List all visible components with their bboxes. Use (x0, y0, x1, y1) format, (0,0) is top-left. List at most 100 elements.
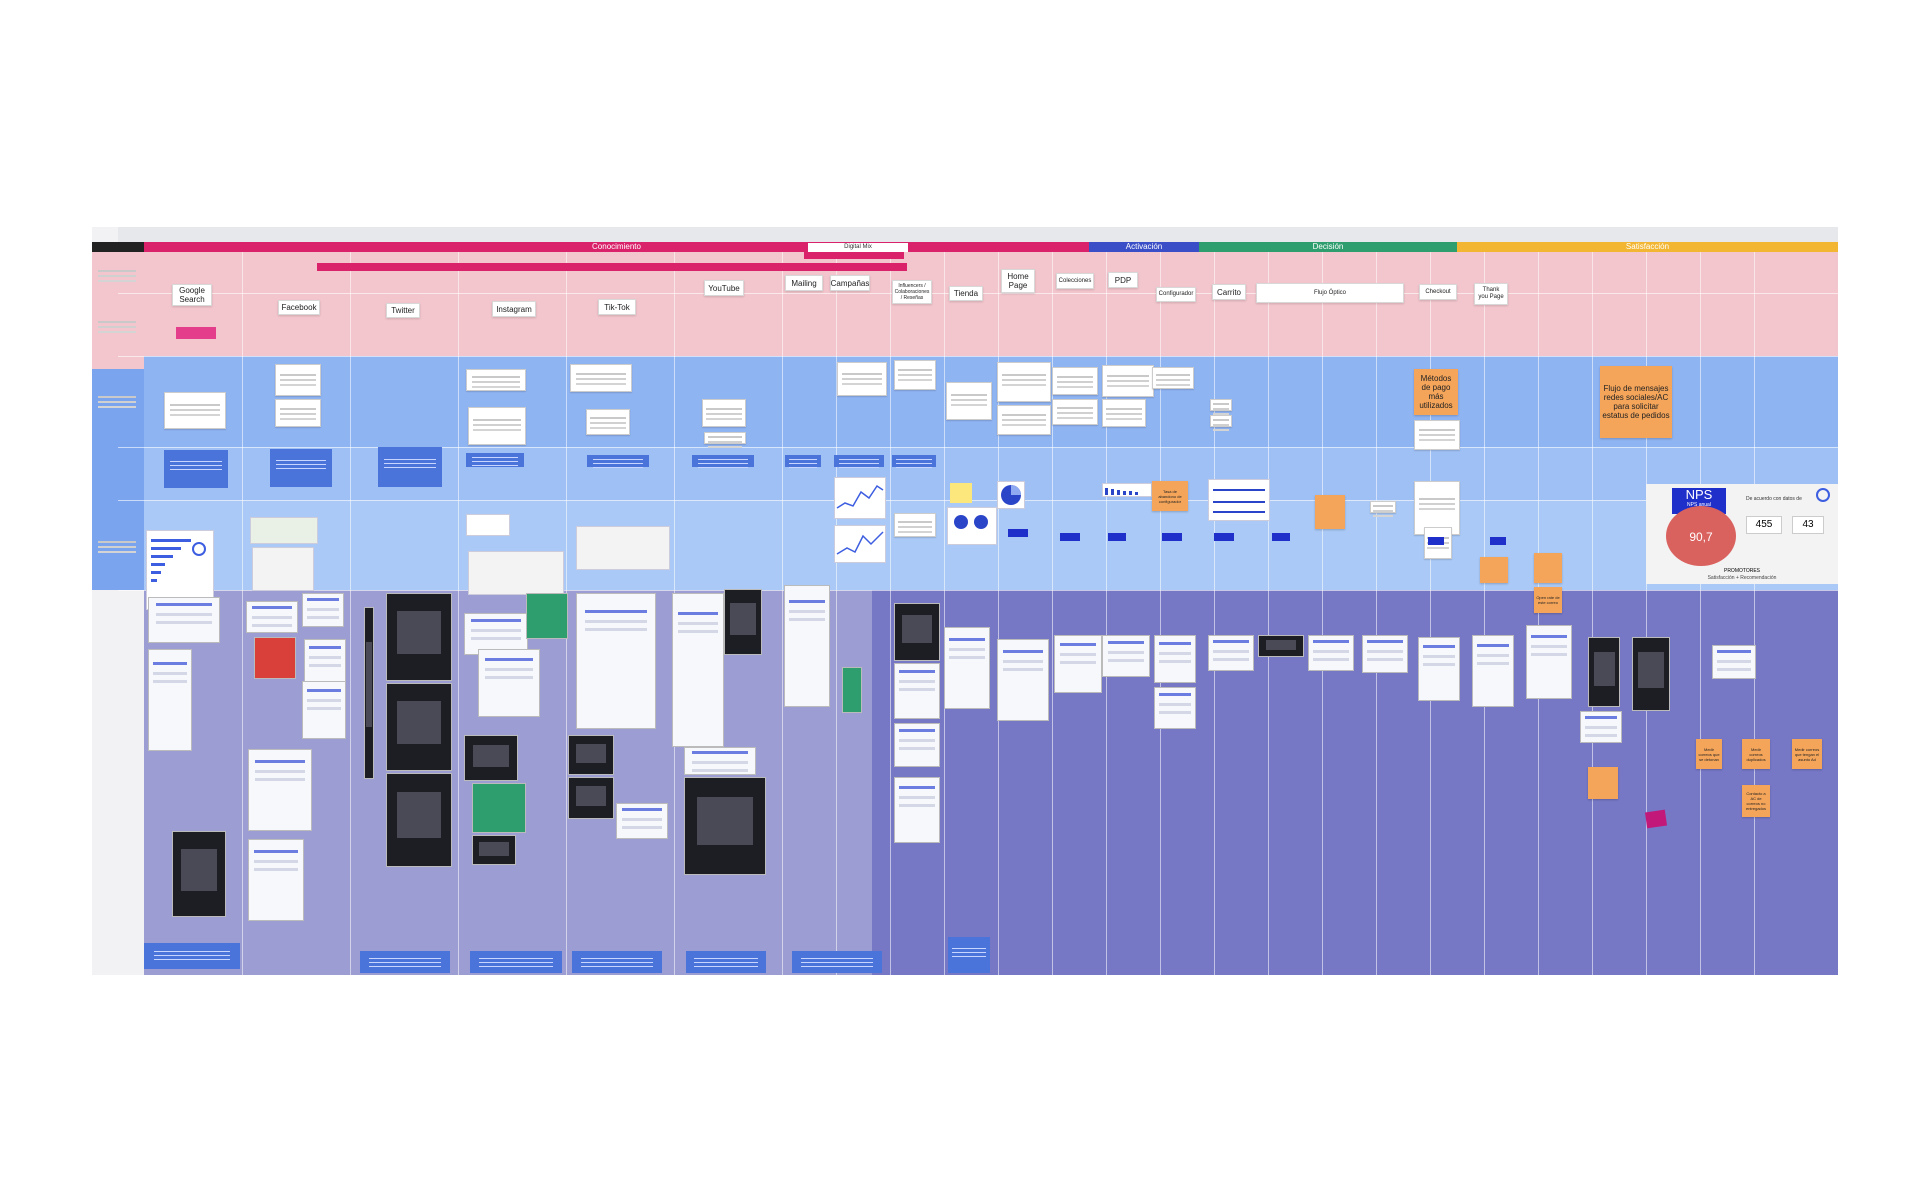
screenshot (1588, 637, 1620, 707)
kpi-tag (1214, 533, 1234, 541)
screenshot (386, 773, 452, 867)
screenshot (1712, 645, 1756, 679)
insight-box (466, 453, 524, 467)
sticky-open-rate: Open rate de este correo (1534, 587, 1562, 613)
sticky-contacto-ac: Contacto a AC de correos no entregados (1742, 785, 1770, 817)
screenshot (784, 585, 830, 707)
touchpoint-pdp[interactable]: PDP (1108, 272, 1138, 288)
touchpoint-colecciones[interactable]: Colecciones (1056, 273, 1094, 289)
kpi-tag (1060, 533, 1080, 541)
screenshot (944, 627, 990, 709)
metric-note (946, 382, 992, 420)
yellow-sticky (950, 483, 972, 503)
description-box (144, 943, 240, 969)
screenshot (246, 601, 298, 633)
line-chart-card (834, 525, 886, 563)
table-card (250, 517, 318, 544)
insight-box (378, 447, 442, 487)
purple-sticker (1644, 809, 1668, 829)
kpi-tag (1428, 537, 1444, 545)
screenshot (1362, 635, 1408, 673)
kpi-tag (1008, 529, 1028, 537)
touchpoint-home-page[interactable]: Home Page (1001, 269, 1035, 293)
row-label-note (94, 387, 140, 417)
touchpoint-twitter[interactable]: Twitter (386, 303, 420, 318)
touchpoint-carrito[interactable]: Carrito (1212, 284, 1246, 300)
touchpoint-google-search[interactable]: Google Search (172, 284, 212, 306)
touchpoint-thank-you-page[interactable]: Thank you Page (1474, 283, 1508, 305)
description-box (948, 937, 990, 973)
screenshot (248, 749, 312, 831)
row-label-note (94, 317, 140, 329)
sticky-medir-detonan: Medir correos que se detonan (1696, 739, 1722, 769)
phase-satisfaccion: Satisfacción (1457, 242, 1838, 252)
screenshot (526, 593, 568, 639)
nps-score-circle: 90,7 (1666, 506, 1736, 566)
touchpoint-instagram[interactable]: Instagram (492, 301, 536, 317)
line-chart-icon (836, 531, 884, 555)
pink-tag (176, 327, 216, 339)
insight-box (834, 455, 884, 467)
phase-conocimiento: Conocimiento (144, 242, 1089, 252)
touchpoint-tiktok[interactable]: Tik-Tok (598, 299, 636, 315)
nps-title: NPS (1685, 487, 1713, 502)
nps-score: 90,7 (1689, 530, 1713, 544)
metric-note (1210, 399, 1232, 411)
description-box (572, 951, 662, 973)
touchpoint-flujo-optico[interactable]: Flujo Óptico (1256, 283, 1404, 303)
metric-note (275, 364, 321, 396)
screenshot (172, 831, 226, 917)
touchpoint-checkout[interactable]: Checkout (1419, 284, 1457, 300)
digital-mix-bar (804, 251, 904, 259)
screenshot (386, 683, 452, 771)
touchpoint-influencers[interactable]: Influencers / Colaboraciones / Reseñas (892, 280, 932, 304)
screenshot (302, 593, 344, 627)
metric-note (1052, 399, 1098, 425)
bars-card (1102, 483, 1152, 497)
orange-note (1588, 767, 1618, 799)
touchpoint-tienda[interactable]: Tienda (949, 286, 983, 301)
nps-subtitle: NPS anual (1687, 502, 1711, 508)
screenshot (1632, 637, 1670, 711)
conocimiento-sub-bar (317, 263, 907, 271)
phase-activacion: Activación (1089, 242, 1199, 252)
pie-card (997, 481, 1025, 509)
bars-icon (1105, 488, 1138, 495)
screenshot (478, 649, 540, 717)
kpi-tag (1108, 533, 1126, 541)
screenshot (1308, 635, 1354, 671)
sticky-medir-duplicados: Medir correos duplicados (1742, 739, 1770, 769)
sticky-medir-asunto: Medir correos que tengan el asunto Ad (1792, 739, 1822, 769)
screenshot (1580, 711, 1622, 743)
screenshot (1258, 635, 1304, 657)
line-chart-card (834, 477, 886, 519)
description-box (686, 951, 766, 973)
phase-decision: Decisión (1199, 242, 1457, 252)
screenshot (576, 593, 656, 729)
nps-footer-title: PROMOTORES (1723, 568, 1761, 574)
sticky-configurador-abandono: Tasa de abandono de configurador (1152, 481, 1188, 511)
insight-box (164, 450, 228, 488)
metric-note (1102, 399, 1146, 427)
insight-box (270, 449, 332, 487)
insight-box (587, 455, 649, 467)
metric-note (1102, 365, 1154, 397)
insight-box (692, 455, 754, 467)
touchpoint-youtube[interactable]: YouTube (704, 280, 744, 296)
touchpoint-facebook[interactable]: Facebook (278, 300, 320, 315)
screenshot (672, 593, 724, 747)
touchpoint-mailing[interactable]: Mailing (785, 275, 823, 291)
metric-note (275, 399, 321, 427)
screenshot (894, 663, 940, 719)
table-card (252, 547, 314, 591)
metric-note (1210, 415, 1232, 427)
funnel-card (1208, 479, 1270, 521)
table-card (466, 514, 510, 536)
touchpoint-configurador[interactable]: Configurador (1156, 287, 1196, 302)
touchpoint-campanas[interactable]: Campañas (830, 275, 870, 291)
screenshot (842, 667, 862, 713)
screenshot (616, 803, 668, 839)
screenshot (894, 603, 940, 661)
metric-note (837, 362, 887, 396)
screenshot (684, 777, 766, 875)
